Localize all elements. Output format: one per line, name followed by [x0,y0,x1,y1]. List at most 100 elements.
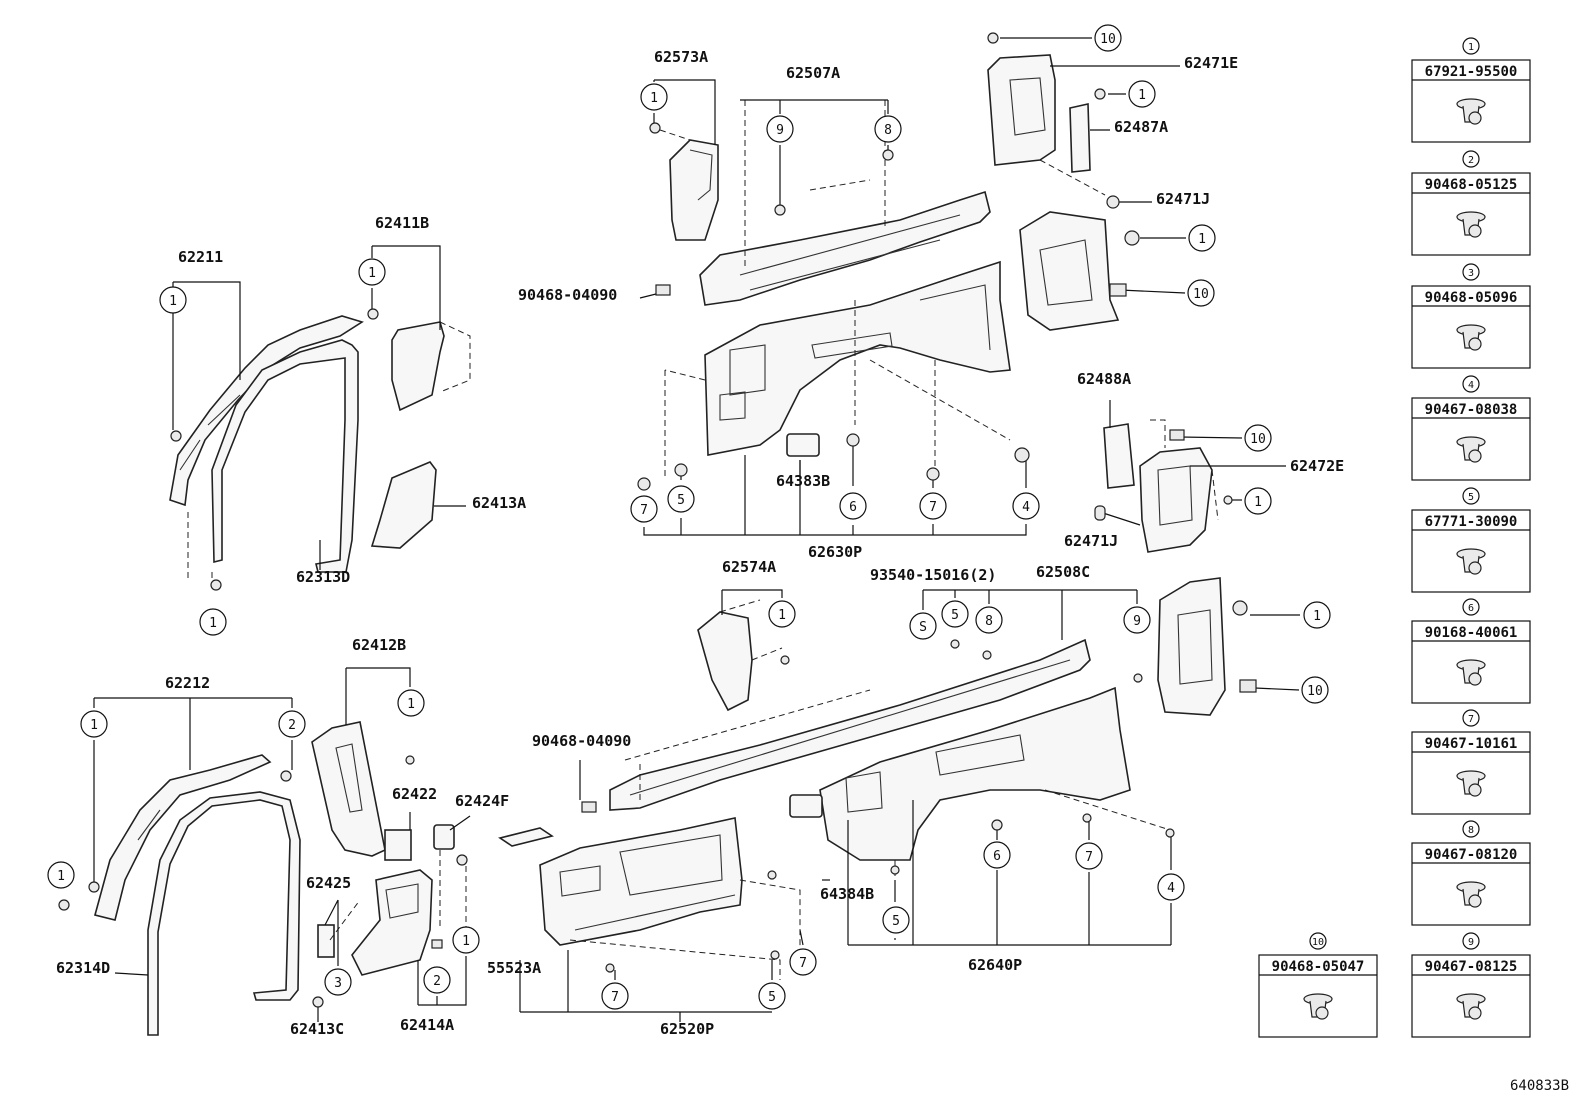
clip-icon [1133,673,1143,683]
callout-6: 6 [839,492,867,520]
callout-number: 7 [799,956,807,971]
part-label-62488A: 62488A [1077,370,1131,388]
callout-1: 1 [199,608,227,636]
clip-icon [367,308,379,320]
callout-7: 7 [919,492,947,520]
part-label-62471J: 62471J [1156,190,1210,208]
callout-number: 5 [768,990,776,1005]
part-label-90468-04090: 90468-04090 [532,732,631,750]
part-label-62507A: 62507A [786,64,840,82]
callout-s: S [909,612,937,640]
fastener-icon [1456,993,1486,1020]
legend-number: 9 [1468,937,1474,948]
part-label-64383B: 64383B [776,472,830,490]
callout-3: 3 [324,968,352,996]
part-label-62640P: 62640P [968,956,1022,974]
callout-7: 7 [630,495,658,523]
clip-icon [581,801,597,813]
clip-icon [88,881,100,893]
clip-icon [1082,813,1092,823]
center-pillar-62412B [311,721,386,857]
clip-icon [1094,88,1106,100]
front-pillar-garnish-62212 [94,754,272,921]
legend-number: 10 [1312,937,1324,948]
callout-1: 1 [47,861,75,889]
callout-2: 2 [423,966,451,994]
callout-5: 5 [941,600,969,628]
callout-number: 1 [407,697,415,712]
legend-number: 1 [1468,42,1474,53]
clip-icon [950,639,960,649]
callout-number: 2 [288,718,296,733]
part-label-62471J: 62471J [1064,532,1118,550]
deck-trim-62520P [539,817,743,946]
center-pillar-lower-62414A [351,869,433,976]
callout-number: 6 [993,849,1001,864]
clip-icon [456,854,468,866]
callout-10: 10 [1187,279,1215,307]
clip-icon [405,755,415,765]
clip-icon [1169,429,1185,441]
part-label-62630P: 62630P [808,543,862,561]
callout-number: 9 [1133,614,1141,629]
callout-number: 10 [1100,32,1116,47]
part-label-62425: 62425 [306,874,351,892]
clip-icon [1094,505,1106,521]
cover-62487A [1069,103,1091,173]
clip-icon [1165,828,1175,838]
callout-1: 1 [1244,487,1272,515]
callout-7: 7 [789,948,817,976]
callout-10: 10 [1094,24,1122,52]
callout-number: 7 [640,503,648,518]
pad-64383B [786,433,820,457]
side-panel-upper-right [1019,211,1120,331]
legend-part-code: 90467-08125 [1425,959,1518,975]
clip-icon [312,996,324,1008]
callout-number: 7 [611,990,619,1005]
callout-2: 2 [278,710,306,738]
legend-item-9: 9 90467-08125 [1411,932,1531,1038]
part-label-62422: 62422 [392,785,437,803]
callout-number: 10 [1250,432,1266,447]
legend-number: 7 [1468,714,1474,725]
clip-icon [882,149,894,161]
callout-1: 1 [1128,80,1156,108]
callout-4: 4 [1157,873,1185,901]
legend-part-code: 90467-08038 [1425,402,1518,418]
clip-icon [890,865,900,875]
callout-number: 1 [169,294,177,309]
part-label-62313D: 62313D [296,568,350,586]
clip-icon [605,963,615,973]
callout-4: 4 [1012,492,1040,520]
callout-6: 6 [983,841,1011,869]
callout-8: 8 [874,115,902,143]
callout-7: 7 [601,982,629,1010]
weatherstrip-62313D [211,339,359,573]
part-label-62314D: 62314D [56,959,110,977]
clip-icon [982,650,992,660]
callout-1: 1 [80,710,108,738]
callout-5: 5 [882,906,910,934]
clip-icon [774,204,786,216]
fastener-icon [1456,548,1486,575]
clip-icon [170,430,182,442]
part-label-93540-15016(2): 93540-15016(2) [870,566,996,584]
fastener-icon [1456,324,1486,351]
callout-number: 9 [776,123,784,138]
clip-icon [210,579,222,591]
part-label-55523A: 55523A [487,959,541,977]
part-label-62212: 62212 [165,674,210,692]
callout-number: 3 [334,976,342,991]
callout-10: 10 [1301,676,1329,704]
clip-icon [674,463,688,477]
callout-9: 9 [1123,606,1151,634]
legend-number: 3 [1468,268,1474,279]
clip-icon [655,284,671,296]
